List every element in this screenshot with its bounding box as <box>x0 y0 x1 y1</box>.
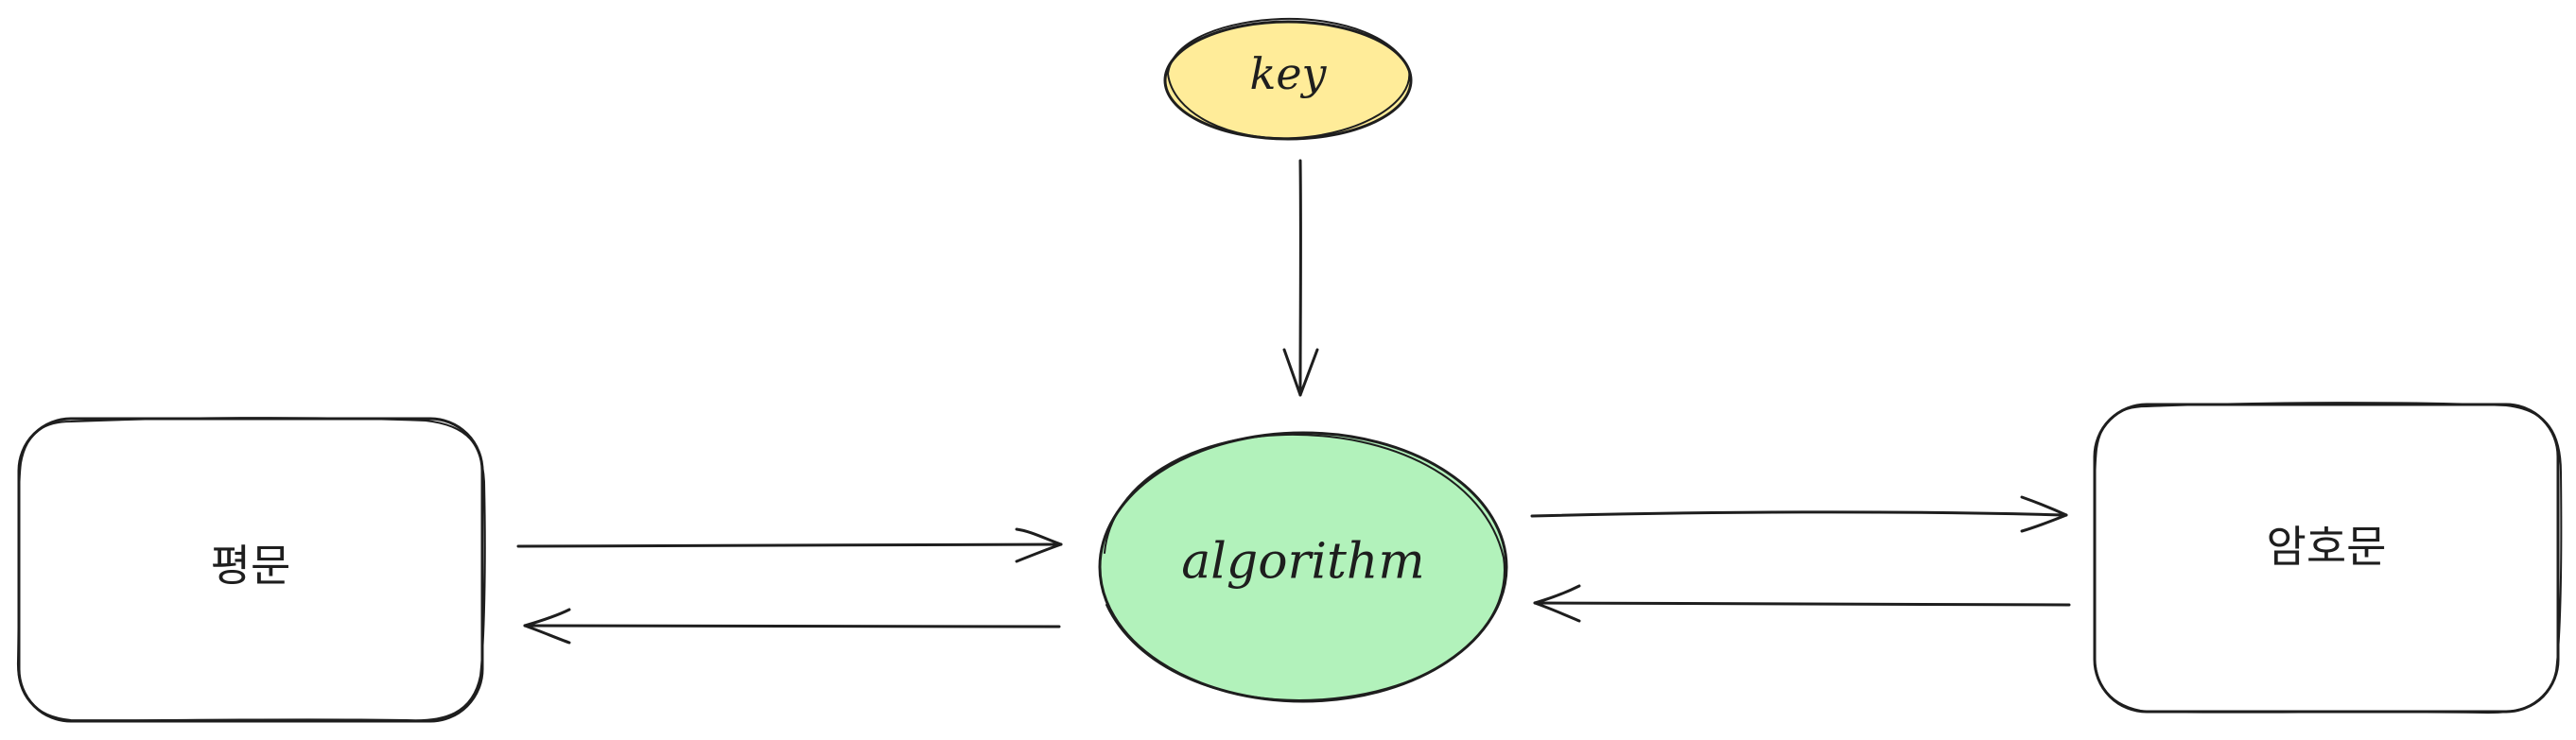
arrow-head <box>1533 584 1581 623</box>
key-ellipse-sketch <box>1167 17 1411 140</box>
key-label: key <box>1249 48 1327 99</box>
arrow-head <box>1015 527 1063 563</box>
arrow-shaft <box>523 624 1061 628</box>
key-to-algorithm-arrow <box>1282 159 1319 397</box>
ciphertext-label: 암호문 <box>2267 522 2387 573</box>
algorithm-to-plaintext-arrow <box>523 608 1061 645</box>
key-node[interactable]: key <box>1163 17 1413 141</box>
arrow-head <box>1282 348 1319 397</box>
plaintext-label: 평문 <box>211 541 291 592</box>
algorithm-node[interactable]: algorithm <box>1098 431 1508 703</box>
algorithm-label: algorithm <box>1181 534 1424 591</box>
algorithm-to-ciphertext-arrow <box>1530 495 2068 533</box>
algorithm-ellipse-sketch <box>1104 433 1506 701</box>
plaintext-box-sketch <box>16 417 486 722</box>
algorithm-ellipse <box>1098 431 1508 703</box>
ciphertext-node[interactable]: 암호문 <box>2093 402 2563 714</box>
ciphertext-box-sketch <box>2093 402 2563 714</box>
arrow-shaft <box>1530 510 2068 518</box>
arrow-head <box>2020 495 2068 533</box>
arrow-shaft <box>516 542 1063 548</box>
plaintext-node[interactable]: 평문 <box>16 417 486 723</box>
ciphertext-to-algorithm-arrow <box>1533 584 2071 623</box>
arrow-shaft <box>1533 601 2071 607</box>
arrow-head <box>523 608 571 645</box>
plaintext-to-algorithm-arrow <box>516 527 1063 563</box>
